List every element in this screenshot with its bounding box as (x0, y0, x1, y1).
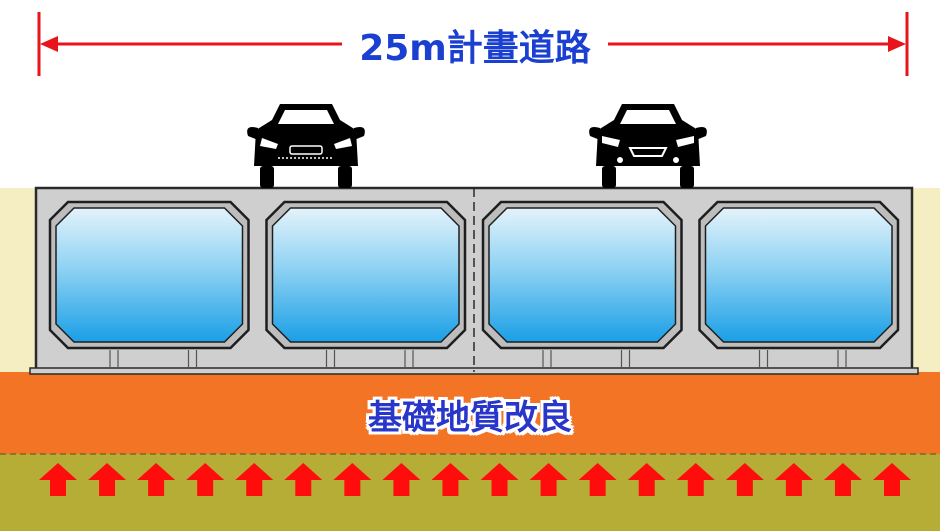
dimension-line (37, 12, 909, 76)
arrow-up-icon (774, 463, 813, 496)
arrow-up-icon (382, 463, 421, 496)
arrow-up-icon (676, 463, 715, 496)
cars-layer (247, 104, 707, 188)
cell-water (488, 207, 677, 343)
arrow-up-icon (627, 463, 666, 496)
arrow-up-icon (88, 463, 127, 496)
supports-layer (109, 350, 847, 368)
cell-water (55, 207, 244, 343)
arrow-up-icon (137, 463, 176, 496)
ground-improvement-label: 基礎地質改良 (368, 397, 572, 438)
arrow-up-icon (235, 463, 274, 496)
arrow-up-icon (529, 463, 568, 496)
cells-layer (48, 200, 900, 350)
arrow-up-icon (480, 463, 519, 496)
arrows-layer (39, 463, 911, 496)
arrow-up-icon (284, 463, 323, 496)
arrow-up-icon (578, 463, 617, 496)
car-front-icon (247, 104, 365, 188)
arrow-up-icon (186, 463, 225, 496)
arrow-up-icon (823, 463, 862, 496)
arrow-up-icon (431, 463, 470, 496)
arrow-up-icon (725, 463, 764, 496)
road-width-label: 25m計畫道路 (342, 18, 608, 72)
arrow-up-icon (873, 463, 911, 496)
left-backfill (0, 188, 36, 372)
arrow-up-icon (39, 463, 77, 496)
dimension-arrowhead-left (40, 36, 58, 52)
dimension-arrowhead-right (888, 36, 906, 52)
improved-soil-layer (0, 372, 940, 454)
cell-water (704, 207, 893, 343)
car-front-icon (589, 104, 707, 188)
cell-water (271, 207, 460, 343)
right-backfill (912, 188, 940, 372)
arrow-up-icon (333, 463, 372, 496)
